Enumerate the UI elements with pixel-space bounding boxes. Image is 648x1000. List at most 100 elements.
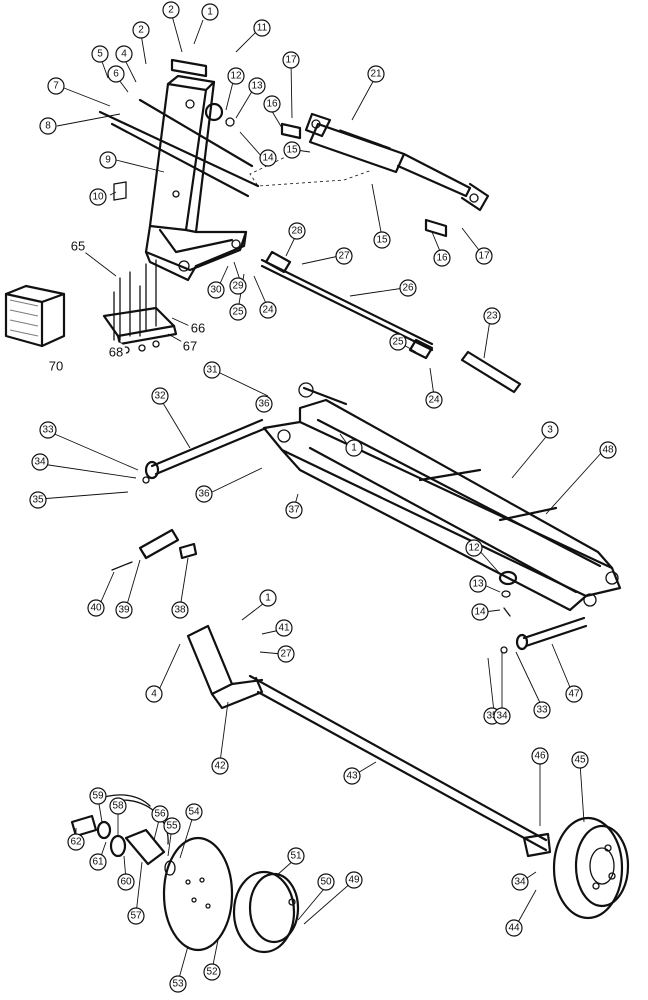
callout-number: 62 [70,837,82,848]
callout-c-65: 65 [68,236,88,256]
callout-number: 60 [120,877,132,888]
callout-marker [47,77,65,95]
callout-number: 24 [428,395,440,406]
callout-c-12b: 12 [465,539,483,557]
callout-c-30: 30 [207,281,225,299]
callout-marker [565,685,583,703]
pin-32 [142,418,268,484]
callout-c-42: 42 [211,757,229,775]
callout-c-6: 6 [107,65,125,83]
callout-c-14a: 14 [259,149,277,167]
callout-marker [505,919,523,937]
callout-c-36a: 36 [255,395,273,413]
callout-c-62: 62 [67,833,85,851]
callout-c-34c: 34 [511,873,529,891]
callout-c-28: 28 [288,222,306,240]
callout-marker [288,222,306,240]
callout-c-31: 31 [203,361,221,379]
callout-number: 38 [174,605,186,616]
callout-marker [493,707,511,725]
callout-marker [469,575,487,593]
callout-marker [132,21,150,39]
callout-number: 21 [370,69,382,80]
callout-marker [531,747,549,765]
callout-number: 70 [49,359,63,374]
disc-and-rim [162,836,300,954]
callout-number: 8 [45,121,51,132]
callout-marker [151,805,169,823]
callout-c-49: 49 [345,871,363,889]
callout-c-38: 38 [171,601,189,619]
callout-number: 2 [168,5,174,16]
callout-number: 16 [266,99,278,110]
callout-marker [433,249,451,267]
callout-c-10: 10 [89,188,107,206]
callout-number: 61 [92,857,104,868]
callout-number: 34 [496,711,508,722]
callout-c-1b: 1 [345,439,363,457]
callout-number: 17 [285,55,297,66]
callout-c-60: 60 [117,873,135,891]
callout-c-1c: 1 [259,589,277,607]
callout-marker [335,247,353,265]
callout-marker [511,873,529,891]
callout-number: 13 [472,579,484,590]
hydraulic-cylinder [304,112,490,212]
callout-number: 34 [514,877,526,888]
callout-marker [229,303,247,321]
callout-c-59: 59 [89,787,107,805]
callout-c-66: 66 [188,318,208,338]
callout-c-41: 41 [275,619,293,637]
callout-number: 12 [468,543,480,554]
callout-marker [109,797,127,815]
callout-c-23: 23 [483,307,501,325]
axle-arm [186,624,552,858]
callout-marker [571,751,589,769]
callout-c-1a: 1 [201,3,219,21]
callout-c-13b: 13 [469,575,487,593]
callout-number: 45 [574,755,586,766]
callout-c-54: 54 [185,803,203,821]
callout-c-16b: 16 [433,249,451,267]
callout-c-50: 50 [317,873,335,891]
callout-number: 30 [210,285,222,296]
callout-number: 56 [154,809,166,820]
callout-c-2b: 2 [132,21,150,39]
callout-number: 12 [230,71,242,82]
callout-marker [106,342,126,362]
callout-c-53: 53 [169,975,187,993]
callout-marker [46,356,66,376]
callout-number: 65 [71,239,85,254]
callout-marker [343,767,361,785]
callout-c-33b: 33 [533,701,551,719]
callout-number: 67 [183,339,197,354]
callout-c-45: 45 [571,751,589,769]
callout-c-47: 47 [565,685,583,703]
callout-number: 66 [191,321,205,336]
callout-number: 52 [206,967,218,978]
callout-c-17b: 17 [475,247,493,265]
callout-marker [259,149,277,167]
callout-number: 28 [291,226,303,237]
callout-number: 49 [348,875,360,886]
callout-c-27a: 27 [335,247,353,265]
callout-number: 15 [286,145,298,156]
callout-number: 1 [351,443,357,454]
callout-c-29: 29 [229,277,247,295]
callout-number: 44 [508,923,520,934]
callout-number: 1 [207,7,213,18]
callout-c-37: 37 [285,501,303,519]
callout-marker [145,685,163,703]
callout-marker [185,803,203,821]
callout-number: 26 [402,283,414,294]
callout-marker [127,907,145,925]
callout-c-67: 67 [180,336,200,356]
callout-number: 35 [32,495,44,506]
callout-number: 33 [536,705,548,716]
callout-c-24b: 24 [425,391,443,409]
callout-marker [31,453,49,471]
callout-c-12a: 12 [227,67,245,85]
callout-number: 47 [568,689,580,700]
